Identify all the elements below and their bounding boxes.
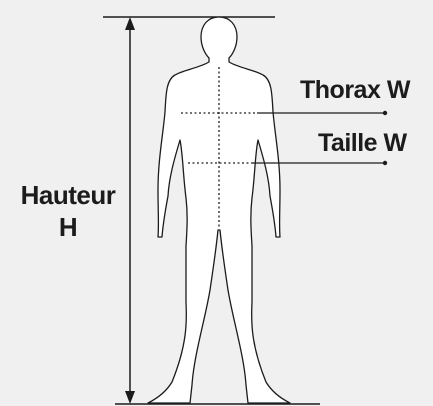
- waist-label: Taille W: [318, 128, 407, 158]
- chest-label: Thorax W: [300, 75, 410, 105]
- chest-leader-dot: [383, 111, 387, 115]
- waist-symbol: W: [384, 129, 407, 157]
- chest-label-text: Thorax: [300, 76, 380, 104]
- human-body-silhouette: [148, 17, 290, 403]
- waist-leader-dot: [383, 161, 387, 165]
- height-label: Hauteur H: [0, 180, 136, 242]
- chest-symbol: W: [387, 76, 410, 104]
- waist-label-text: Taille: [318, 129, 377, 157]
- height-symbol: H: [0, 212, 136, 242]
- height-label-text: Hauteur: [21, 180, 116, 210]
